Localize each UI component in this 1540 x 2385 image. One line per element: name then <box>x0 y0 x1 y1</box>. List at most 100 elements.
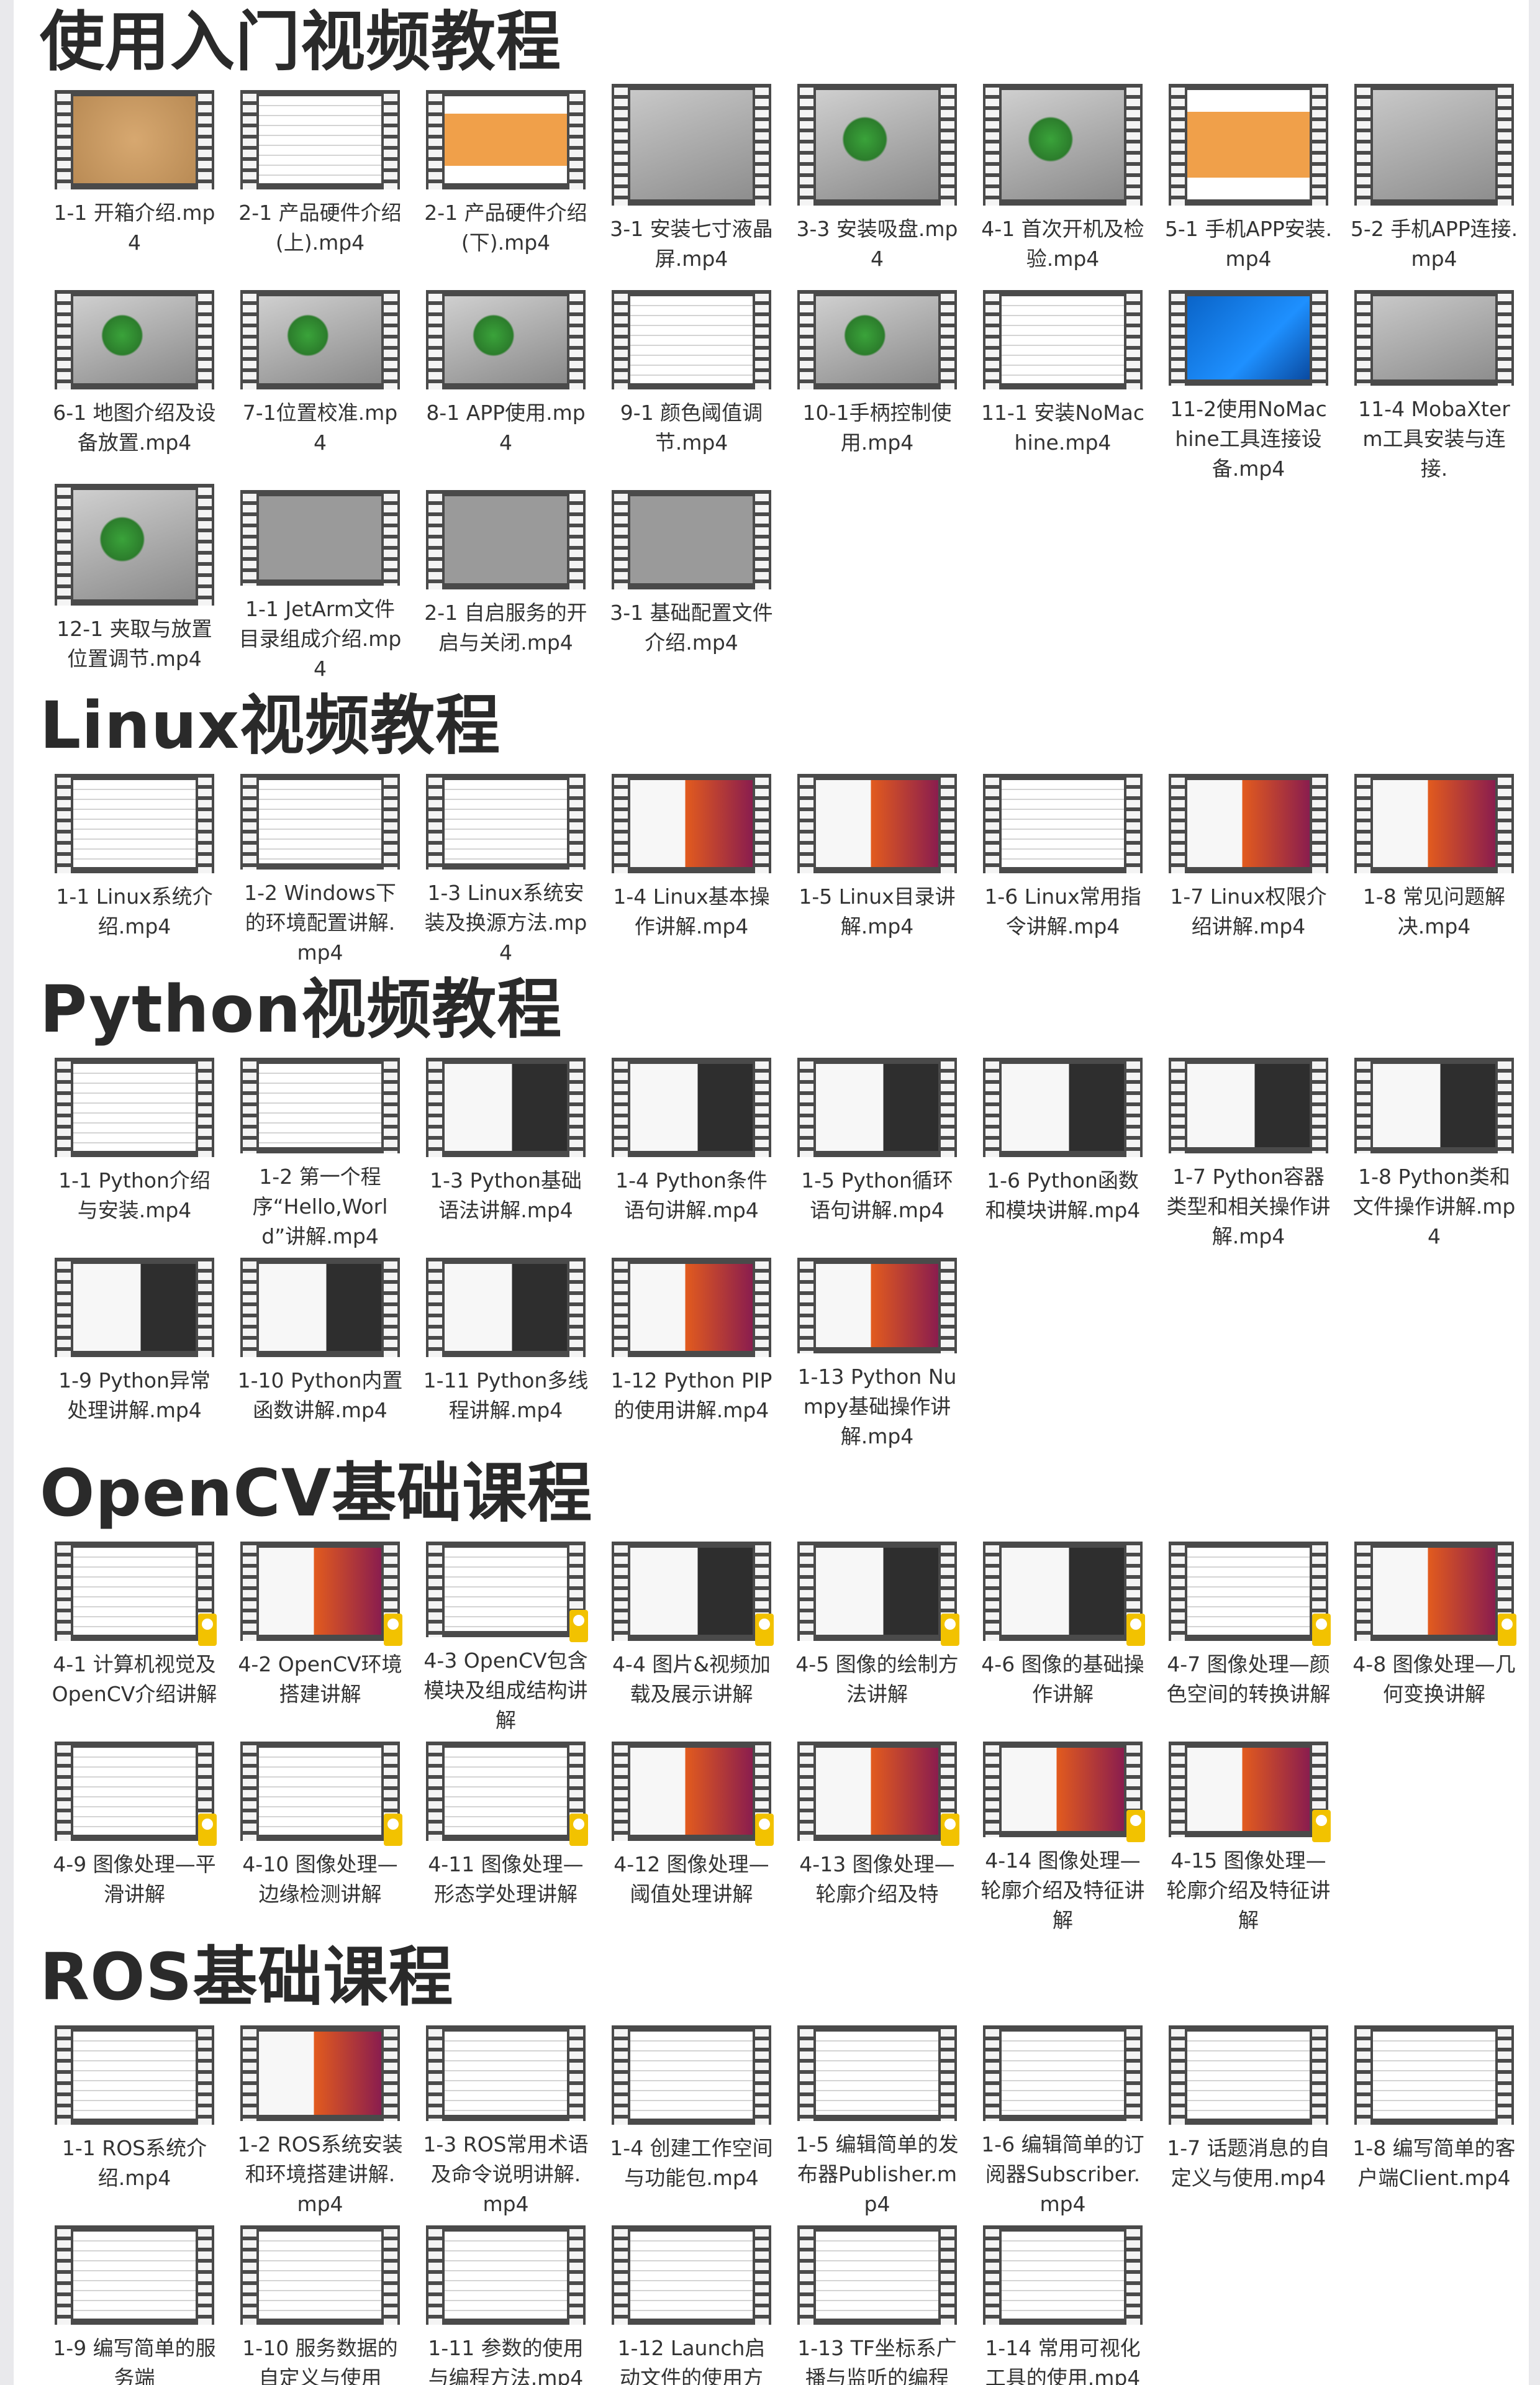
video-file-name[interactable]: 1-2 第一个程序“Hello,World”讲解.mp4 <box>252 1165 388 1248</box>
video-thumbnail[interactable] <box>1354 1058 1514 1153</box>
video-file-name[interactable]: 1-5 Linux目录讲解.mp4 <box>799 884 956 938</box>
video-file-name[interactable]: 5-2 手机APP连接.mp4 <box>1350 217 1518 271</box>
video-thumbnail[interactable] <box>240 774 400 870</box>
video-file-name[interactable]: 1-10 Python内置函数讲解.mp4 <box>237 1368 403 1422</box>
video-thumbnail[interactable] <box>797 2025 957 2121</box>
video-file-name[interactable]: 4-7 图像处理—颜色空间的转换讲解 <box>1166 1652 1331 1706</box>
video-thumbnail[interactable] <box>983 1742 1145 1842</box>
video-file-name[interactable]: 2-1 产品硬件介绍(上).mp4 <box>238 201 402 255</box>
video-file-name[interactable]: 11-1 安装NoMachine.mp4 <box>981 401 1145 455</box>
video-file-name[interactable]: 1-14 常用可视化工具的使用.mp4 <box>985 2336 1141 2385</box>
video-file-item[interactable]: 4-9 图像处理—平滑讲解 <box>42 1735 227 1935</box>
video-file-item[interactable]: 4-1 计算机视觉及OpenCV介绍讲解 <box>42 1535 227 1735</box>
video-file-item[interactable]: 6-1 地图介绍及设备放置.mp4 <box>42 284 227 484</box>
video-thumbnail[interactable] <box>797 2225 957 2325</box>
video-thumbnail[interactable] <box>426 90 586 189</box>
video-thumbnail[interactable] <box>55 1058 214 1157</box>
video-thumbnail[interactable] <box>612 774 771 873</box>
video-file-name[interactable]: 1-12 Launch启动文件的使用方 <box>617 2336 766 2385</box>
video-file-name[interactable]: 4-10 图像处理—边缘检测讲解 <box>242 1852 398 1906</box>
video-thumbnail[interactable] <box>983 84 1143 206</box>
video-file-item[interactable]: 1-2 ROS系统安装和环境搭建讲解.mp4 <box>227 2019 413 2219</box>
video-thumbnail[interactable] <box>983 1058 1143 1157</box>
video-file-name[interactable]: 2-1 自启服务的开启与关闭.mp4 <box>424 601 587 655</box>
video-file-name[interactable]: 1-8 编写简单的客户端Client.mp4 <box>1352 2136 1516 2190</box>
video-file-item[interactable]: 4-11 图像处理—形态学处理讲解 <box>413 1735 599 1935</box>
video-file-name[interactable]: 9-1 颜色阈值调节.mp4 <box>620 401 763 455</box>
video-file-item[interactable]: 4-13 图像处理—轮廓介绍及特 <box>784 1735 970 1935</box>
video-file-name[interactable]: 4-2 OpenCV环境搭建讲解 <box>238 1652 402 1706</box>
video-thumbnail[interactable] <box>240 2025 400 2121</box>
video-file-name[interactable]: 1-1 Python介绍与安装.mp4 <box>58 1168 211 1222</box>
video-file-item[interactable]: 4-10 图像处理—边缘检测讲解 <box>227 1735 413 1935</box>
video-file-item[interactable]: 1-4 Linux基本操作讲解.mp4 <box>599 768 784 968</box>
video-file-name[interactable]: 4-1 计算机视觉及OpenCV介绍讲解 <box>52 1652 217 1706</box>
video-file-name[interactable]: 1-7 话题消息的自定义与使用.mp4 <box>1167 2136 1330 2190</box>
video-file-name[interactable]: 1-1 Linux系统介绍.mp4 <box>56 884 213 938</box>
video-file-item[interactable]: 1-6 编辑简单的订阅器Subscriber.mp4 <box>970 2019 1156 2219</box>
video-file-name[interactable]: 8-1 APP使用.mp4 <box>426 401 586 455</box>
video-file-name[interactable]: 11-4 MobaXterm工具安装与连接. <box>1358 397 1510 481</box>
video-file-item[interactable]: 2-1 自启服务的开启与关闭.mp4 <box>413 484 599 684</box>
video-thumbnail[interactable] <box>240 1542 402 1646</box>
video-file-item[interactable]: 1-6 Linux常用指令讲解.mp4 <box>970 768 1156 968</box>
video-file-item[interactable]: 2-1 产品硬件介绍(上).mp4 <box>227 84 413 284</box>
video-file-item[interactable]: 1-7 Linux权限介绍讲解.mp4 <box>1156 768 1341 968</box>
video-file-item[interactable]: 1-9 Python异常处理讲解.mp4 <box>42 1252 227 1451</box>
video-file-item[interactable]: 1-2 第一个程序“Hello,World”讲解.mp4 <box>227 1052 413 1252</box>
video-thumbnail[interactable] <box>240 1258 400 1357</box>
video-file-name[interactable]: 6-1 地图介绍及设备放置.mp4 <box>53 401 216 455</box>
video-file-name[interactable]: 1-5 Python循环语句讲解.mp4 <box>801 1168 953 1222</box>
video-file-name[interactable]: 1-4 创建工作空间与功能包.mp4 <box>610 2136 773 2190</box>
video-thumbnail[interactable] <box>240 1058 400 1153</box>
video-file-item[interactable]: 4-12 图像处理—阈值处理讲解 <box>599 1735 784 1935</box>
video-thumbnail[interactable] <box>612 84 771 206</box>
video-file-item[interactable]: 4-5 图像的绘制方法讲解 <box>784 1535 970 1735</box>
video-file-name[interactable]: 4-13 图像处理—轮廓介绍及特 <box>799 1852 955 1906</box>
video-thumbnail[interactable] <box>612 1058 771 1157</box>
video-thumbnail[interactable] <box>240 490 400 586</box>
video-thumbnail[interactable] <box>983 774 1143 873</box>
video-thumbnail[interactable] <box>797 774 957 873</box>
video-file-name[interactable]: 4-4 图片&视频加载及展示讲解 <box>612 1652 771 1706</box>
video-file-item[interactable]: 5-2 手机APP连接.mp4 <box>1341 84 1527 284</box>
video-file-item[interactable]: 1-12 Launch启动文件的使用方 <box>599 2219 784 2385</box>
video-file-name[interactable]: 4-1 首次开机及检验.mp4 <box>981 217 1144 271</box>
video-file-name[interactable]: 2-1 产品硬件介绍(下).mp4 <box>424 201 587 255</box>
video-thumbnail[interactable] <box>55 774 214 873</box>
video-thumbnail[interactable] <box>797 84 957 206</box>
video-file-name[interactable]: 10-1手柄控制使用.mp4 <box>802 401 952 455</box>
video-file-name[interactable]: 4-14 图像处理—轮廓介绍及特征讲解 <box>981 1848 1145 1932</box>
video-file-name[interactable]: 1-1 开箱介绍.mp4 <box>53 201 215 255</box>
video-file-item[interactable]: 1-7 话题消息的自定义与使用.mp4 <box>1156 2019 1341 2219</box>
video-thumbnail[interactable] <box>55 1258 214 1357</box>
video-file-name[interactable]: 1-2 Windows下的环境配置讲解.mp4 <box>244 881 396 965</box>
video-file-name[interactable]: 1-8 Python类和文件操作讲解.mp4 <box>1352 1165 1516 1248</box>
video-file-item[interactable]: 11-4 MobaXterm工具安装与连接. <box>1341 284 1527 484</box>
video-file-name[interactable]: 11-2使用NoMachine工具连接设备.mp4 <box>1170 397 1327 481</box>
video-thumbnail[interactable] <box>797 1542 959 1646</box>
video-thumbnail[interactable] <box>426 1258 586 1357</box>
video-thumbnail[interactable] <box>240 2225 400 2325</box>
video-thumbnail[interactable] <box>797 1742 959 1846</box>
video-file-item[interactable]: 1-14 常用可视化工具的使用.mp4 <box>970 2219 1156 2385</box>
video-file-item[interactable]: 4-2 OpenCV环境搭建讲解 <box>227 1535 413 1735</box>
video-file-name[interactable]: 5-1 手机APP安装.mp4 <box>1164 217 1333 271</box>
video-file-item[interactable]: 10-1手柄控制使用.mp4 <box>784 284 970 484</box>
video-file-item[interactable]: 1-8 编写简单的客户端Client.mp4 <box>1341 2019 1527 2219</box>
video-file-item[interactable]: 7-1位置校准.mp4 <box>227 284 413 484</box>
video-file-name[interactable]: 1-9 编写简单的服务端 <box>53 2336 216 2385</box>
video-file-item[interactable]: 3-1 安装七寸液晶屏.mp4 <box>599 84 784 284</box>
video-file-item[interactable]: 1-4 Python条件语句讲解.mp4 <box>599 1052 784 1252</box>
video-file-item[interactable]: 1-3 Linux系统安装及换源方法.mp4 <box>413 768 599 968</box>
video-file-name[interactable]: 1-7 Python容器类型和相关操作讲解.mp4 <box>1166 1165 1331 1248</box>
video-thumbnail[interactable] <box>1169 1058 1328 1153</box>
video-file-item[interactable]: 1-3 Python基础语法讲解.mp4 <box>413 1052 599 1252</box>
video-file-name[interactable]: 1-13 Python Numpy基础操作讲解.mp4 <box>797 1365 957 1448</box>
video-file-name[interactable]: 4-6 图像的基础操作讲解 <box>981 1652 1144 1706</box>
video-file-item[interactable]: 8-1 APP使用.mp4 <box>413 284 599 484</box>
video-file-item[interactable]: 3-1 基础配置文件介绍.mp4 <box>599 484 784 684</box>
video-thumbnail[interactable] <box>1169 2025 1328 2125</box>
video-thumbnail[interactable] <box>1169 1542 1331 1646</box>
video-file-name[interactable]: 4-12 图像处理—阈值处理讲解 <box>614 1852 769 1906</box>
